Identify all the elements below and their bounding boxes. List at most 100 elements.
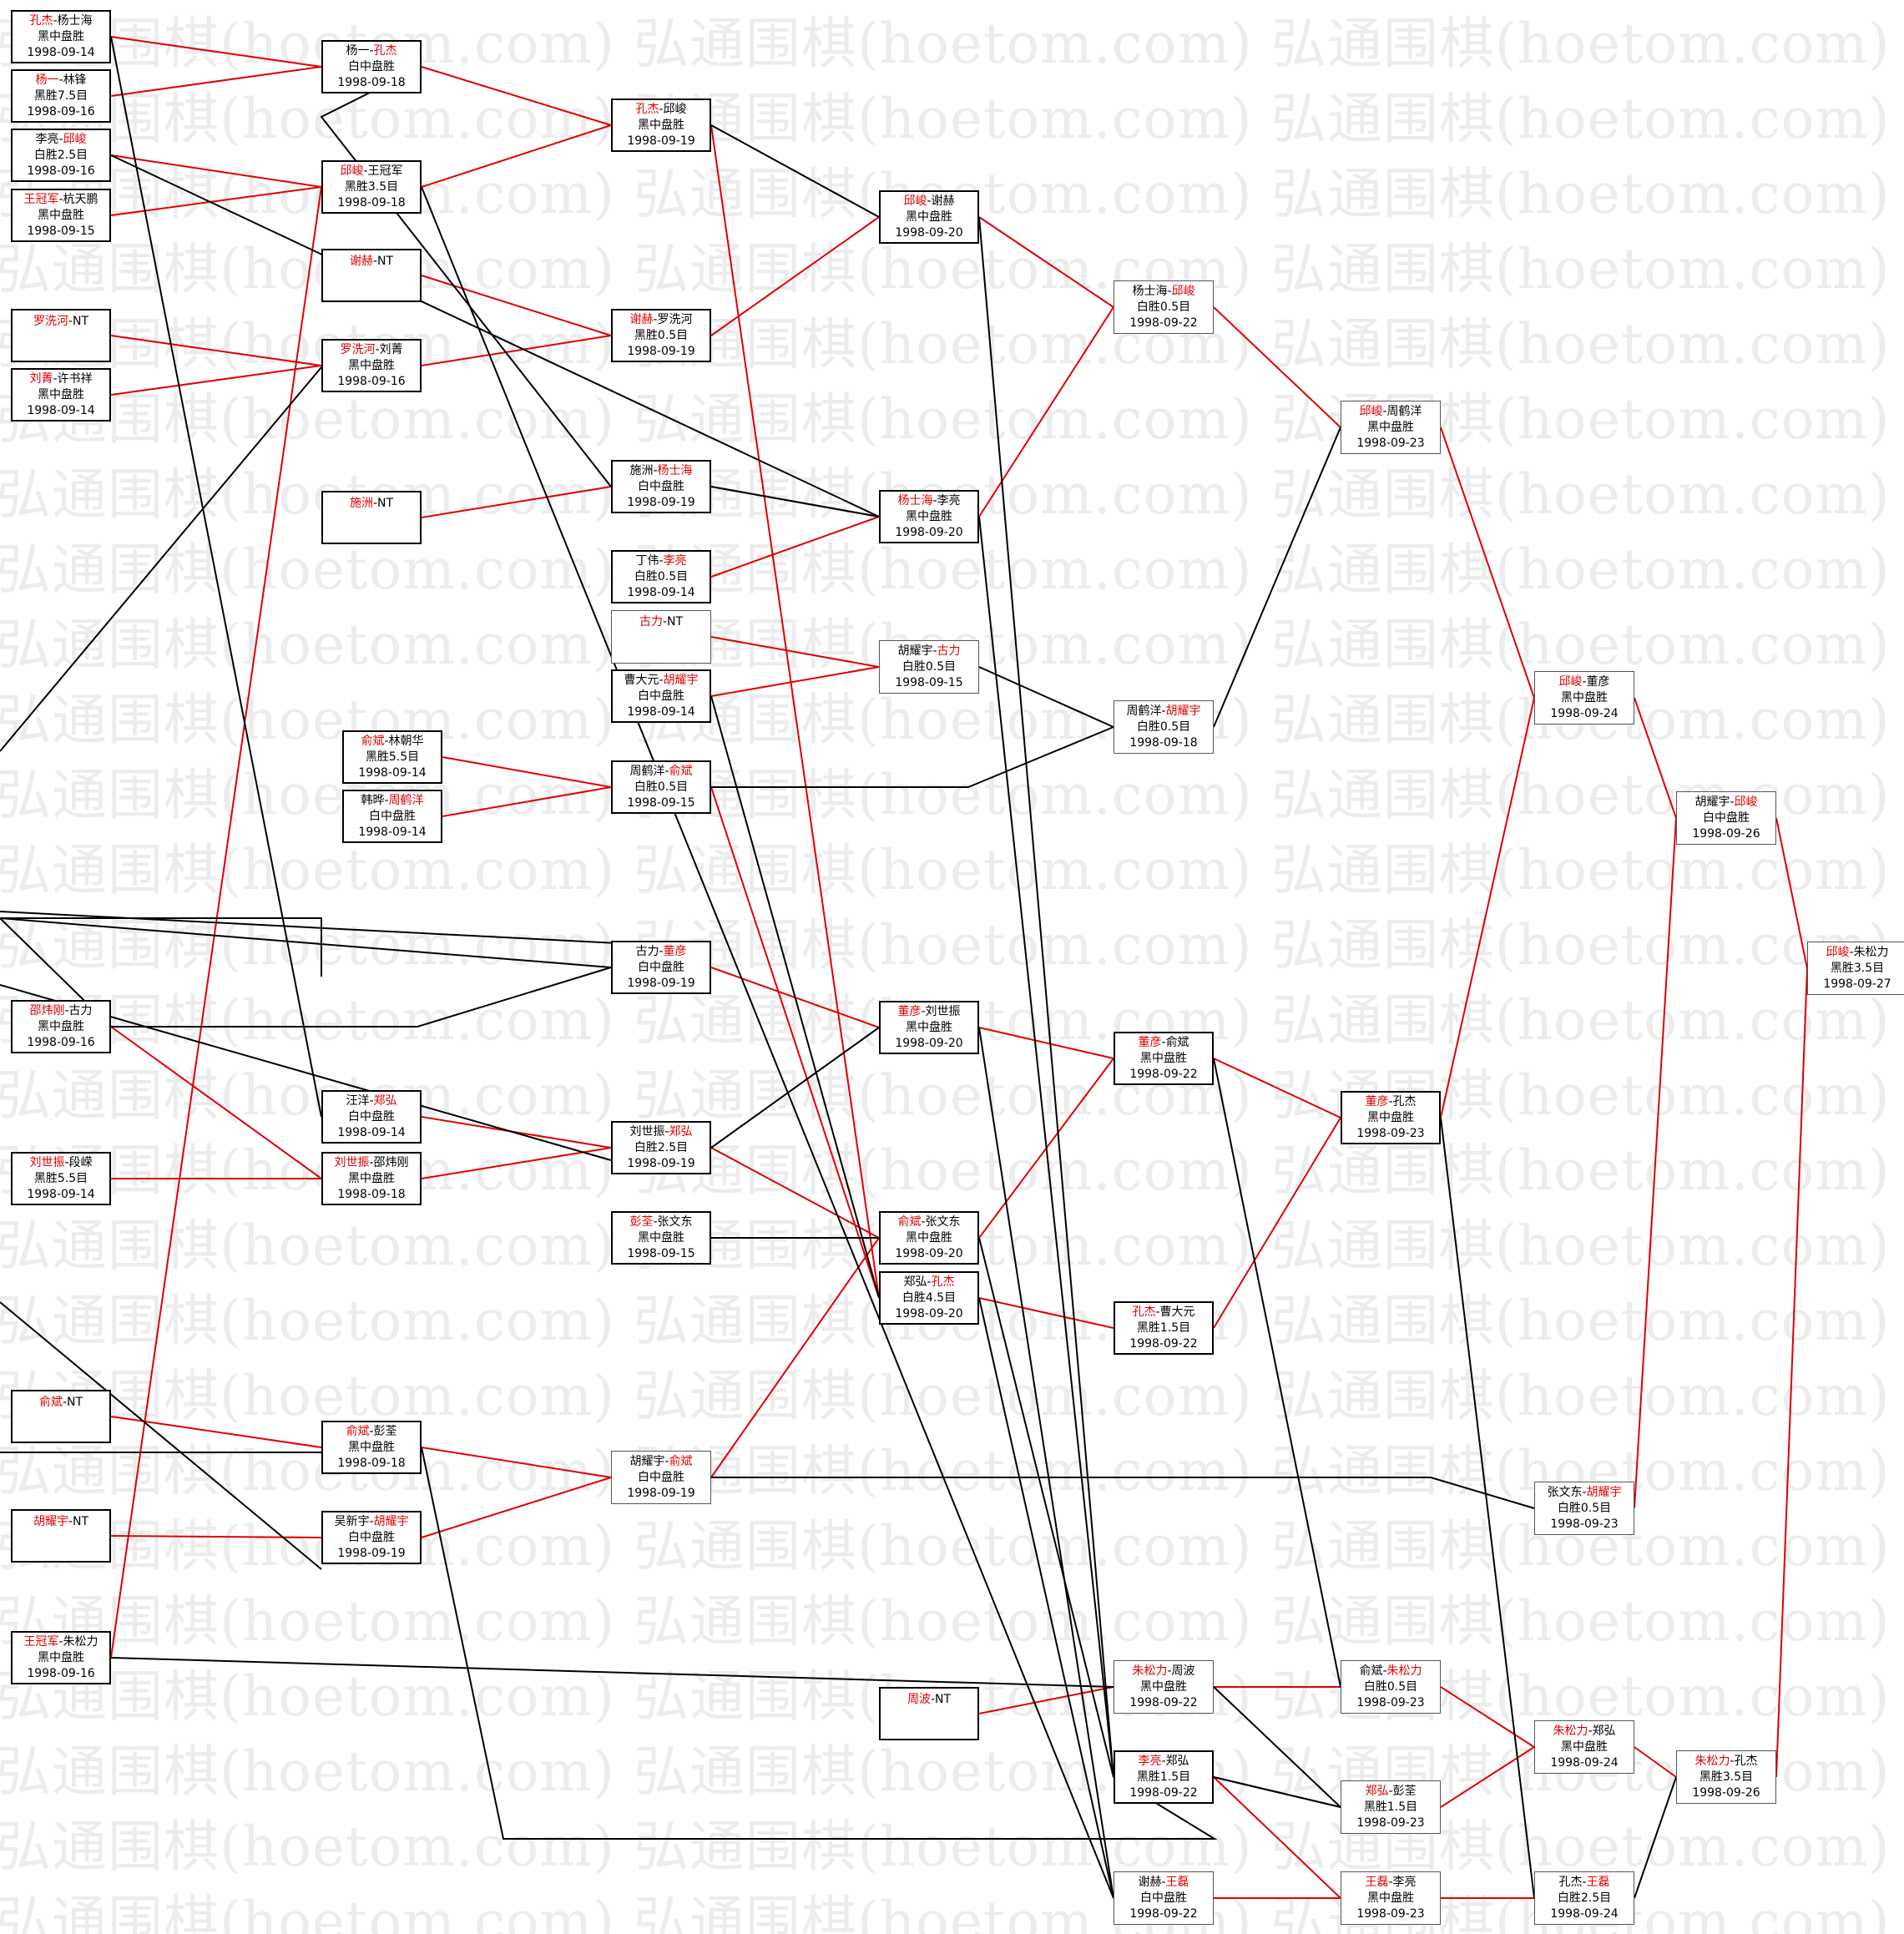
bracket-link xyxy=(421,1477,612,1538)
bracket-link xyxy=(711,1477,1535,1509)
match-players: 孔杰-邱峻 xyxy=(635,102,686,118)
player-white: 邱峻 xyxy=(63,132,87,146)
player-white: 胡耀宇 xyxy=(373,1514,409,1528)
player-white: 董彦 xyxy=(663,944,687,958)
bracket-link xyxy=(110,36,322,1118)
player-black: 丁伟 xyxy=(635,553,659,568)
match-players: 曹大元-胡耀宇 xyxy=(624,673,698,689)
match-players: 董彦-孔杰 xyxy=(1365,1094,1416,1110)
player-white: 邱峻 xyxy=(663,102,687,116)
player-separator: - xyxy=(932,644,937,658)
player-separator: - xyxy=(1582,674,1587,689)
bracket-link xyxy=(1634,817,1677,1509)
match-result: 白胜2.5目 xyxy=(634,1140,689,1154)
match-players: 朱松力-周波 xyxy=(1132,1664,1194,1679)
match-result: 白胜0.5目 xyxy=(901,659,957,674)
player-white: 杨士海 xyxy=(57,13,93,28)
player-separator: - xyxy=(372,497,378,510)
player-white: 刘世振 xyxy=(925,1004,961,1018)
player-white: 俞斌 xyxy=(669,764,693,778)
match-result: 黑中盘胜 xyxy=(638,118,684,132)
player-black: 王冠军 xyxy=(23,1634,59,1649)
match-date: 1998-09-23 xyxy=(1356,1815,1425,1830)
match-result: 黑中盘胜 xyxy=(348,358,395,372)
player-black: 杨一 xyxy=(35,73,59,87)
match-date: 1998-09-16 xyxy=(27,104,95,119)
player-white: 朱松力 xyxy=(63,1634,98,1649)
player-separator: - xyxy=(1730,1754,1735,1768)
player-separator: - xyxy=(927,1275,932,1289)
match-players: 罗洗河-刘菁 xyxy=(340,342,402,358)
bracket-link xyxy=(1440,697,1535,1118)
bracket-link xyxy=(110,365,322,396)
player-white: 曹大元 xyxy=(1159,1305,1195,1319)
match-players: 李亮-郑弘 xyxy=(1138,1754,1189,1770)
player-separator: - xyxy=(1382,404,1387,418)
player-white: 郑弘 xyxy=(373,1093,397,1108)
player-white: 周波 xyxy=(1171,1664,1195,1678)
bracket-link xyxy=(978,666,1114,728)
match-players: 施洲-杨士海 xyxy=(629,463,692,479)
match-result: 黑中盘胜 xyxy=(38,208,84,222)
match-result: 白中盘胜 xyxy=(638,479,684,493)
match-date: 1998-09-20 xyxy=(895,225,963,240)
match-players: 张文东-胡耀宇 xyxy=(1547,1485,1621,1501)
match-players: 周鹤洋-胡耀宇 xyxy=(1126,704,1200,720)
match-players: 邱峻-谢赫 xyxy=(903,194,954,210)
match-date: 1998-09-14 xyxy=(627,585,695,599)
player-separator: - xyxy=(68,1515,73,1528)
player-white: 罗洗河 xyxy=(657,312,693,326)
player-separator: - xyxy=(930,1693,936,1706)
player-black: 周鹤洋 xyxy=(1126,704,1162,718)
match-node: 俞斌-NT xyxy=(11,1390,111,1443)
match-date: 1998-09-19 xyxy=(627,344,695,358)
match-date: 1998-09-23 xyxy=(1356,436,1425,450)
bracket-link xyxy=(710,695,880,1299)
player-separator: - xyxy=(1388,1094,1393,1108)
match-players: 董彦-俞斌 xyxy=(1138,1035,1189,1051)
player-separator: - xyxy=(921,1214,926,1229)
player-black: 谢赫 xyxy=(1138,1875,1162,1889)
match-date: 1998-09-24 xyxy=(1550,1755,1619,1770)
player-white: 孔杰 xyxy=(931,1275,955,1289)
match-date: 1998-09-16 xyxy=(27,1035,95,1049)
player-white: 林朝华 xyxy=(388,734,424,748)
player-white: 邱峻 xyxy=(1171,284,1195,298)
player-white: 王冠军 xyxy=(367,164,403,178)
bracket-link xyxy=(110,1657,1114,1688)
match-date: 1998-09-22 xyxy=(1129,316,1198,330)
player-black: 韩晔 xyxy=(361,793,385,807)
player-black: 邱峻 xyxy=(1359,404,1383,418)
bracket-link xyxy=(1213,1776,1341,1808)
player-white: 俞斌 xyxy=(669,1454,693,1468)
player-black: 郑弘 xyxy=(903,1275,927,1289)
match-players: 董彦-刘世振 xyxy=(897,1004,960,1020)
match-date: 1998-09-19 xyxy=(627,1486,695,1500)
player-black: 王磊 xyxy=(1365,1875,1389,1889)
player-white: NT xyxy=(935,1693,952,1706)
match-date: 1998-09-26 xyxy=(1692,1785,1760,1800)
match-node: 谢赫-NT xyxy=(321,249,422,302)
bracket-link xyxy=(110,335,322,366)
bracket-link xyxy=(710,124,880,1299)
match-players: 刘世振-邵炜刚 xyxy=(334,1155,408,1171)
match-date: 1998-09-18 xyxy=(337,1456,406,1470)
player-separator: - xyxy=(58,1634,63,1649)
player-separator: - xyxy=(53,371,58,386)
match-result: 黑胜5.5目 xyxy=(365,750,420,764)
match-result: 黑胜1.5目 xyxy=(1136,1320,1191,1335)
player-separator: - xyxy=(369,1155,374,1169)
